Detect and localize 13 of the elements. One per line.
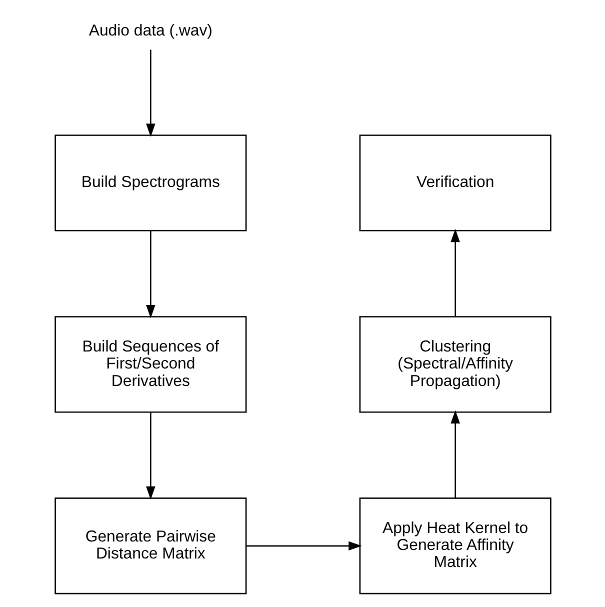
arrow	[246, 541, 362, 551]
node-box: Generate Pairwise Distance Matrix	[54, 498, 246, 594]
node-box: Build Sequences of First/Second Derivatives	[54, 316, 246, 413]
node-box: Build Spectrograms	[54, 134, 246, 232]
arrow	[450, 410, 460, 498]
node-text: Audio data (.wav)	[88, 22, 212, 40]
arrow	[146, 50, 155, 137]
arrow	[146, 412, 155, 500]
arrow	[146, 230, 155, 318]
node-box: Apply Heat Kernel to Generate Affinity Matrix	[358, 498, 551, 594]
node-box: Clustering (Spectral/Affinity Propagation)	[358, 316, 551, 413]
arrow	[450, 228, 460, 316]
node-box: Verification	[358, 134, 551, 232]
